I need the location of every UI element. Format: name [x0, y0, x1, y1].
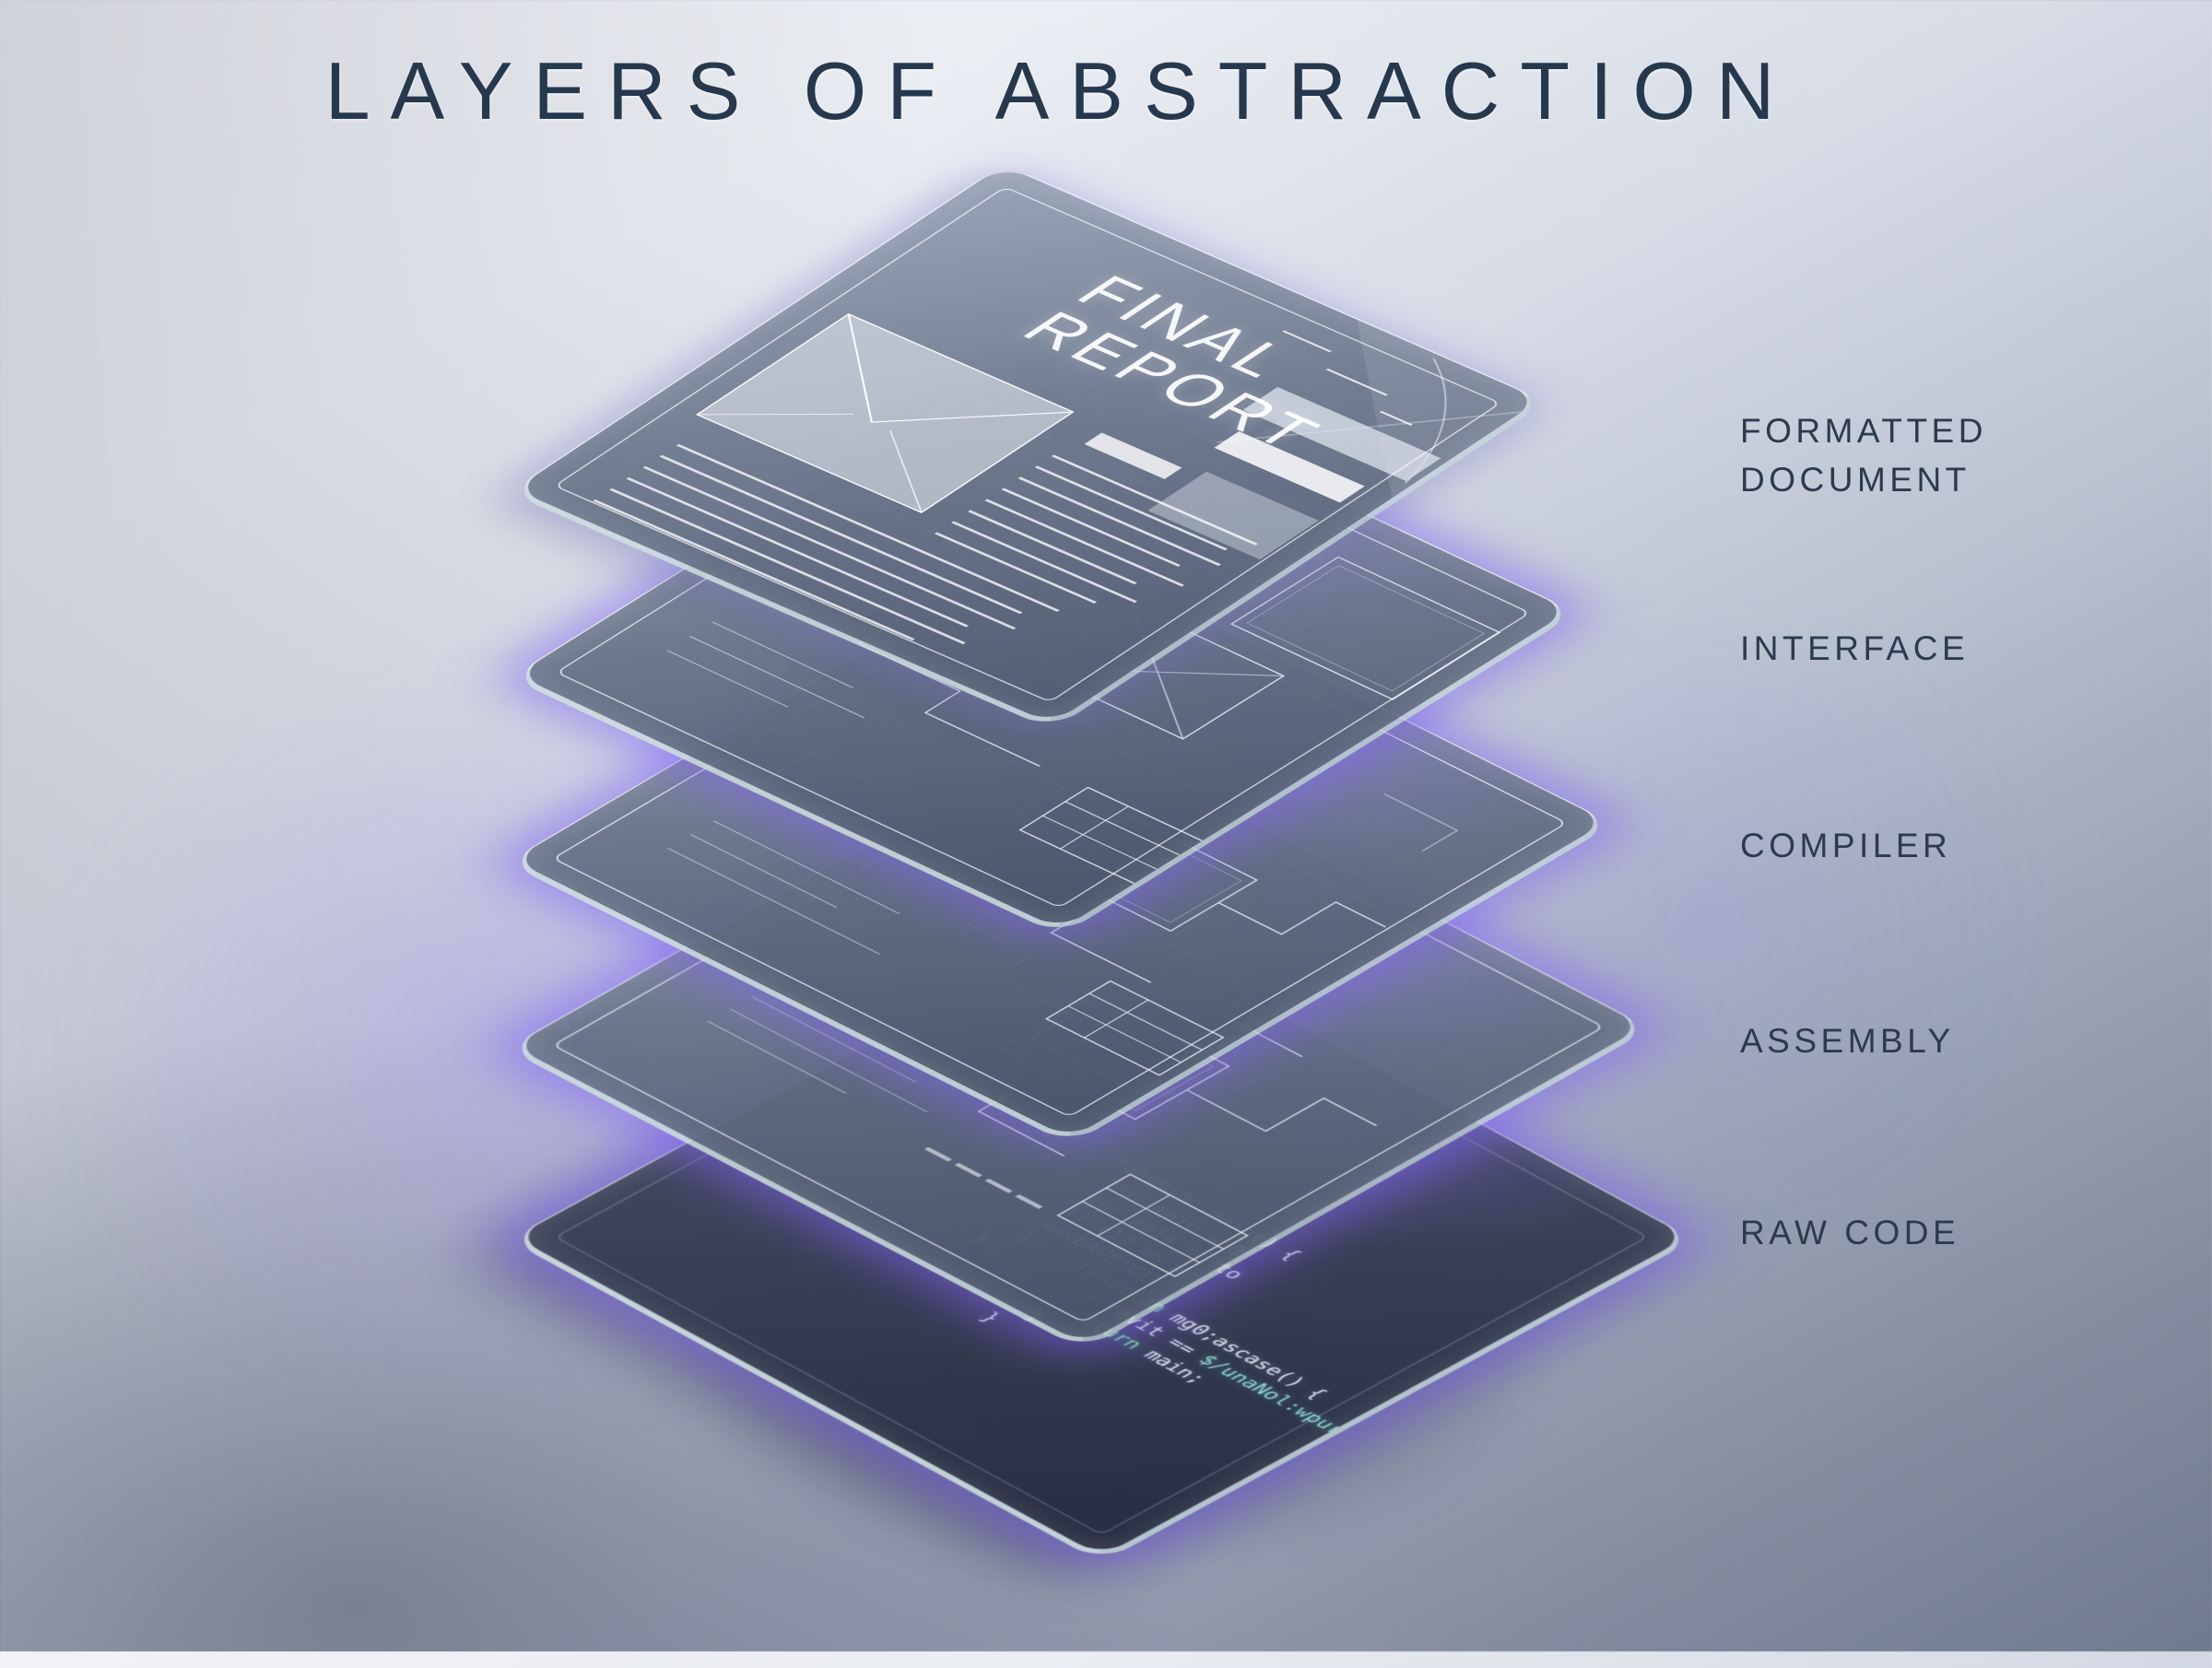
- label-interface: INTERFACE: [1740, 629, 1970, 667]
- page-title: LAYERS OF ABSTRACTION: [324, 45, 1795, 136]
- header-dashes: [1282, 330, 1413, 426]
- text-lines: [593, 443, 1258, 645]
- label-formatted-document: FORMATTED DOCUMENT: [1740, 412, 1987, 499]
- document-content-graphic: [593, 313, 1541, 645]
- content-bars: [1084, 386, 1441, 560]
- label-compiler: COMPILER: [1740, 827, 1952, 864]
- label-raw-code: RAW CODE: [1740, 1214, 1960, 1251]
- label-assembly: ASSEMBLY: [1740, 1022, 1955, 1060]
- envelope-graphic: [695, 313, 1075, 513]
